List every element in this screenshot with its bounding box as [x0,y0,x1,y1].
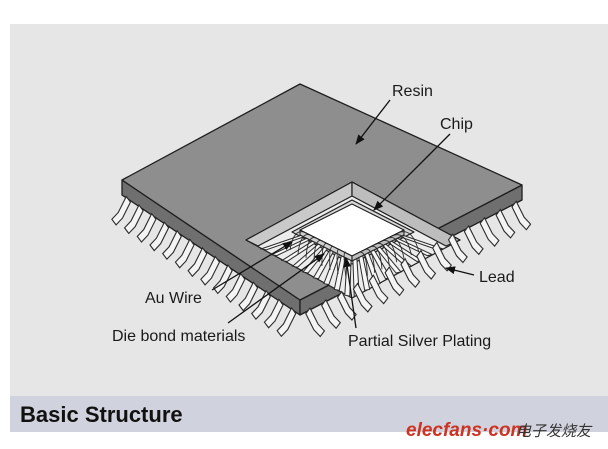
label-resin: Resin [392,83,433,100]
lead [384,265,405,297]
lead [250,289,271,321]
lead [276,306,297,338]
resin-top-face [121,83,523,301]
lead-arrow [445,266,475,276]
lead [263,298,284,329]
lead [161,229,182,261]
callout-arrows [211,99,475,329]
lead [447,233,468,264]
au-wire [343,251,347,279]
lead [495,208,516,239]
au-wire [369,245,383,270]
lead [336,290,357,321]
lead [400,257,421,289]
au-wire [374,243,390,266]
lead [321,298,342,330]
front-right-leads [305,200,532,338]
resin-arrow [355,99,391,145]
lead [225,272,246,303]
au-wire [297,234,312,255]
watermark-brand-a: elecfans [406,420,482,441]
lead [416,249,437,280]
au-wire-arrow [211,241,293,291]
watermark-brand-dot: · [482,420,488,441]
au-wire [305,237,318,259]
lead [111,195,132,226]
plating-arrow [343,257,357,329]
lead [352,282,373,313]
diagram-title: Basic Structure [20,402,183,427]
title-bar [10,396,608,432]
watermark-cn: 电子发烧友 [516,422,593,440]
die-bond-arrow [227,253,325,324]
lead [238,281,259,312]
au-wire [313,240,324,263]
au-wire [357,251,368,277]
label-die-bond: Die bond materials [112,328,245,345]
lead [305,307,326,338]
lead [479,216,500,247]
label-chip: Chip [440,116,473,133]
label-au-wire: Au Wire [145,290,202,307]
au-wire [398,231,420,252]
front-left-leads [111,195,297,338]
au-wire [386,237,405,259]
label-lead: Lead [479,269,515,286]
lead [136,212,157,243]
lead [149,221,170,252]
lead [187,246,208,278]
label-plating: Partial Silver Plating [348,333,491,350]
au-wire [329,245,335,271]
au-wire [392,234,412,256]
au-wire [336,248,341,275]
chip-arrow [373,133,451,211]
lead [432,241,453,272]
lead [200,255,221,286]
lead [511,200,532,231]
au-wire [363,248,376,273]
lead [463,224,484,256]
lead [123,204,144,235]
svg-text:elecfans·com: elecfans·com [406,420,528,441]
watermark-brand-b: com [488,420,527,441]
au-wire [380,240,398,263]
lead [368,274,389,305]
elecfans-watermark-logo: elecfans·com 电子发烧友 [406,420,593,441]
lead [174,238,195,269]
